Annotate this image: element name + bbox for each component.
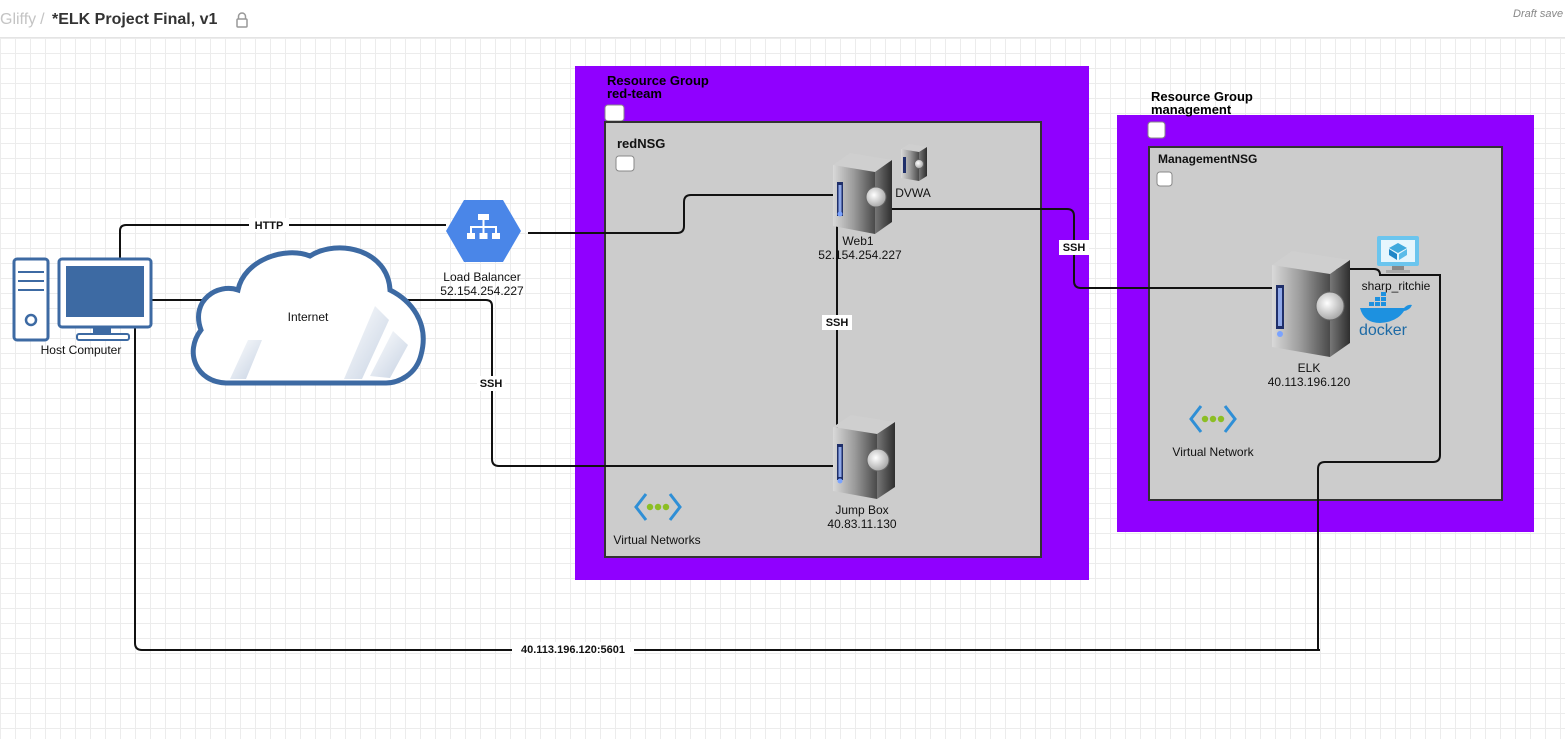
docker-whale-icon xyxy=(1360,292,1412,323)
ssh-label-group: SSH xyxy=(1059,240,1089,255)
virtual-networks-red[interactable]: Virtual Networks xyxy=(613,493,701,547)
load-balancer[interactable]: Load Balancer 52.154.254.227 xyxy=(440,200,524,298)
node-label: Virtual Networks xyxy=(613,533,700,547)
lb-web1-connector xyxy=(528,194,848,234)
http-label: HTTP xyxy=(255,220,284,232)
nsg-checkbox[interactable] xyxy=(1156,171,1173,187)
node-ip: 52.154.254.227 xyxy=(818,248,902,262)
node-label: DVWA xyxy=(895,186,931,200)
node-ip: 52.154.254.227 xyxy=(440,284,524,298)
top-bar: Gliffy/ *ELK Project Final, v1 Draft sav… xyxy=(0,0,1565,38)
nsg-label: ManagementNSG xyxy=(1158,152,1257,166)
save-status: Draft save xyxy=(1513,8,1564,20)
virtual-network-icon xyxy=(1189,405,1237,433)
docker-logo: docker xyxy=(1359,292,1412,339)
node-label: ELK xyxy=(1298,361,1321,375)
node-label: Internet xyxy=(288,310,329,324)
server-icon xyxy=(1272,251,1350,357)
internet-cloud[interactable]: Internet xyxy=(190,245,426,386)
ssh-jump-web1-label: SSH xyxy=(826,317,849,329)
brand-link[interactable]: Gliffy/ xyxy=(0,11,45,28)
resource-group-title: Resource Group xyxy=(1151,89,1253,104)
lock-icon[interactable] xyxy=(236,12,248,33)
resource-group-name: red-team xyxy=(607,86,662,101)
ssh-host-jump-label: SSH xyxy=(480,378,503,390)
load-balancer-icon xyxy=(446,200,521,262)
node-label: Web1 xyxy=(842,234,873,248)
node-ip: 40.113.196.120 xyxy=(1268,375,1351,389)
ssh-web1-elk-label: SSH xyxy=(1063,242,1086,254)
node-label: sharp_ritchie xyxy=(1362,279,1431,293)
server-icon xyxy=(901,144,927,181)
node-label: Jump Box xyxy=(835,503,888,517)
group-checkbox[interactable] xyxy=(1147,121,1166,139)
resource-group-name: management xyxy=(1151,102,1232,117)
sharp-ritchie-container[interactable]: sharp_ritchie xyxy=(1362,236,1431,293)
jump-box-server[interactable]: Jump Box 40.83.11.130 xyxy=(827,415,897,531)
nsg-label: redNSG xyxy=(617,136,665,151)
ssh-label-group: SSH xyxy=(477,376,505,391)
node-ip: 40.83.11.130 xyxy=(827,517,897,531)
virtual-network-management[interactable]: Virtual Network xyxy=(1172,405,1255,459)
ssh-label-group: SSH xyxy=(822,315,852,330)
kibana-connector xyxy=(134,310,1320,651)
host-computer[interactable]: Host Computer xyxy=(12,257,153,357)
node-label: Virtual Network xyxy=(1172,445,1254,459)
desktop-computer-icon xyxy=(12,257,153,342)
kibana-label: 40.113.196.120:5601 xyxy=(521,644,625,656)
resource-group-title: Resource Group xyxy=(607,73,709,88)
server-icon xyxy=(833,415,895,499)
virtual-network-icon xyxy=(634,493,682,521)
node-label: Host Computer xyxy=(41,343,122,357)
nsg-checkbox[interactable] xyxy=(615,155,635,172)
server-icon xyxy=(833,153,892,234)
kibana-label-group: 40.113.196.120:5601 xyxy=(512,642,634,657)
http-label-group: HTTP xyxy=(249,218,289,232)
elk-container-connector xyxy=(1311,268,1441,650)
dvwa-container[interactable]: DVWA xyxy=(895,144,931,200)
elk-server[interactable]: ELK 40.113.196.120 xyxy=(1268,251,1351,389)
group-checkbox[interactable] xyxy=(604,104,625,122)
web1-server[interactable]: Web1 52.154.254.227 xyxy=(818,153,902,262)
docker-label: docker xyxy=(1359,322,1408,339)
http-connector xyxy=(119,224,446,258)
document-title[interactable]: *ELK Project Final, v1 xyxy=(52,11,218,28)
node-label: Load Balancer xyxy=(443,270,520,284)
diagram-canvas[interactable]: Resource Group red-team redNSG Resource … xyxy=(0,38,1565,739)
cloud-icon xyxy=(190,245,426,386)
container-instance-icon xyxy=(1377,236,1419,273)
nsg-red[interactable]: redNSG xyxy=(604,121,1042,558)
